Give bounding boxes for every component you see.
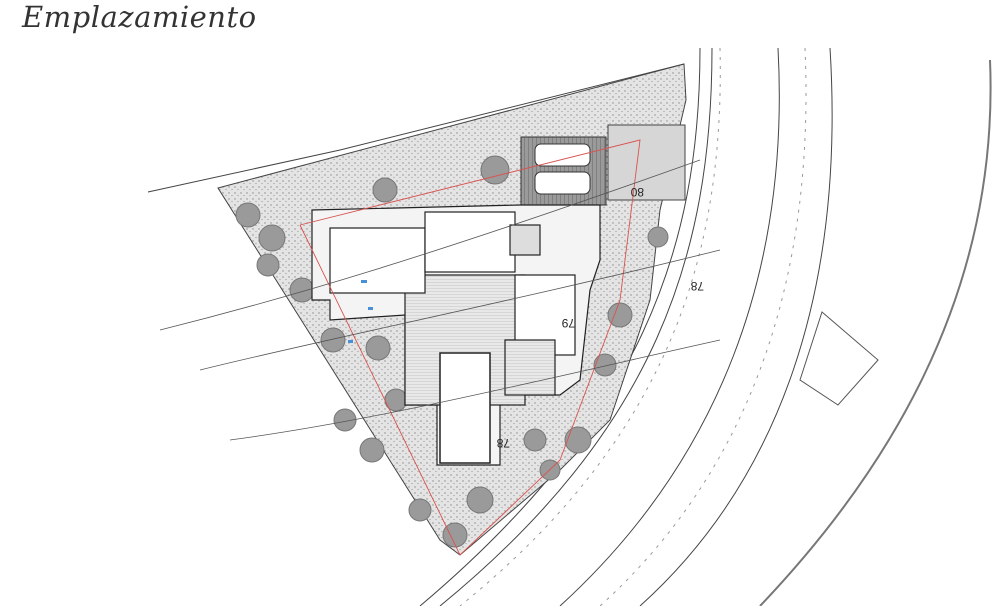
contour-label: 78: [496, 436, 510, 450]
pool: [439, 352, 491, 464]
contour-label: 79: [561, 316, 575, 330]
boundary-line: [299, 139, 641, 556]
road: [419, 47, 992, 606]
page-title: Emplazamiento: [22, 0, 257, 34]
driveway: [607, 124, 686, 201]
trees: [235, 155, 669, 548]
diamond-outline: [799, 311, 879, 406]
plot-edge: [147, 63, 685, 193]
contours: [159, 159, 721, 441]
contour-label: 78: [690, 279, 704, 293]
water-marks: [348, 280, 373, 343]
contour-label: 80: [630, 185, 644, 199]
house: [311, 204, 601, 466]
